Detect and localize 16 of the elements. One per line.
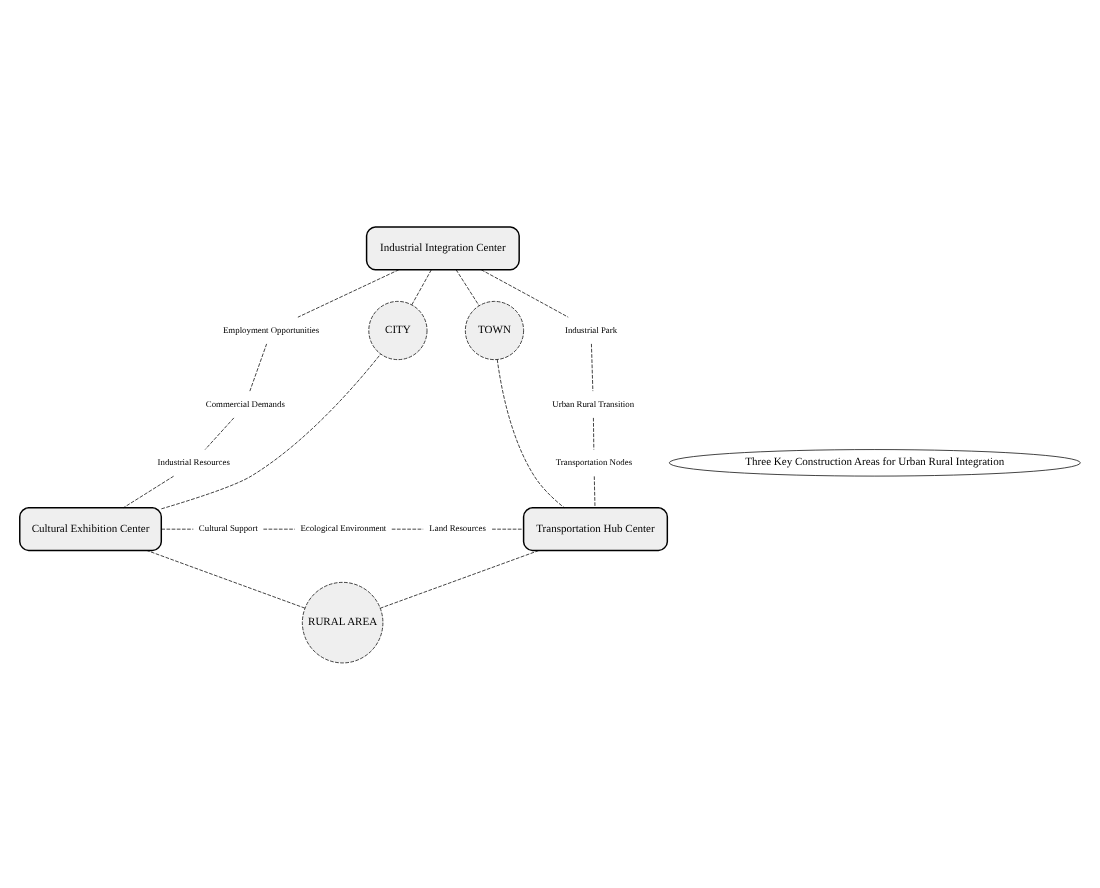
connector [496,358,565,508]
connector [123,474,174,508]
connector [593,416,595,449]
connector [161,352,381,509]
connector [297,268,400,317]
connector [593,475,596,508]
connector [204,416,235,449]
connector [591,342,594,391]
connector [411,268,432,305]
connector [160,527,194,529]
connector [480,268,569,317]
connector [491,527,524,529]
connector [249,342,267,391]
connector [380,549,540,608]
connector [146,549,306,608]
connector [455,268,480,305]
